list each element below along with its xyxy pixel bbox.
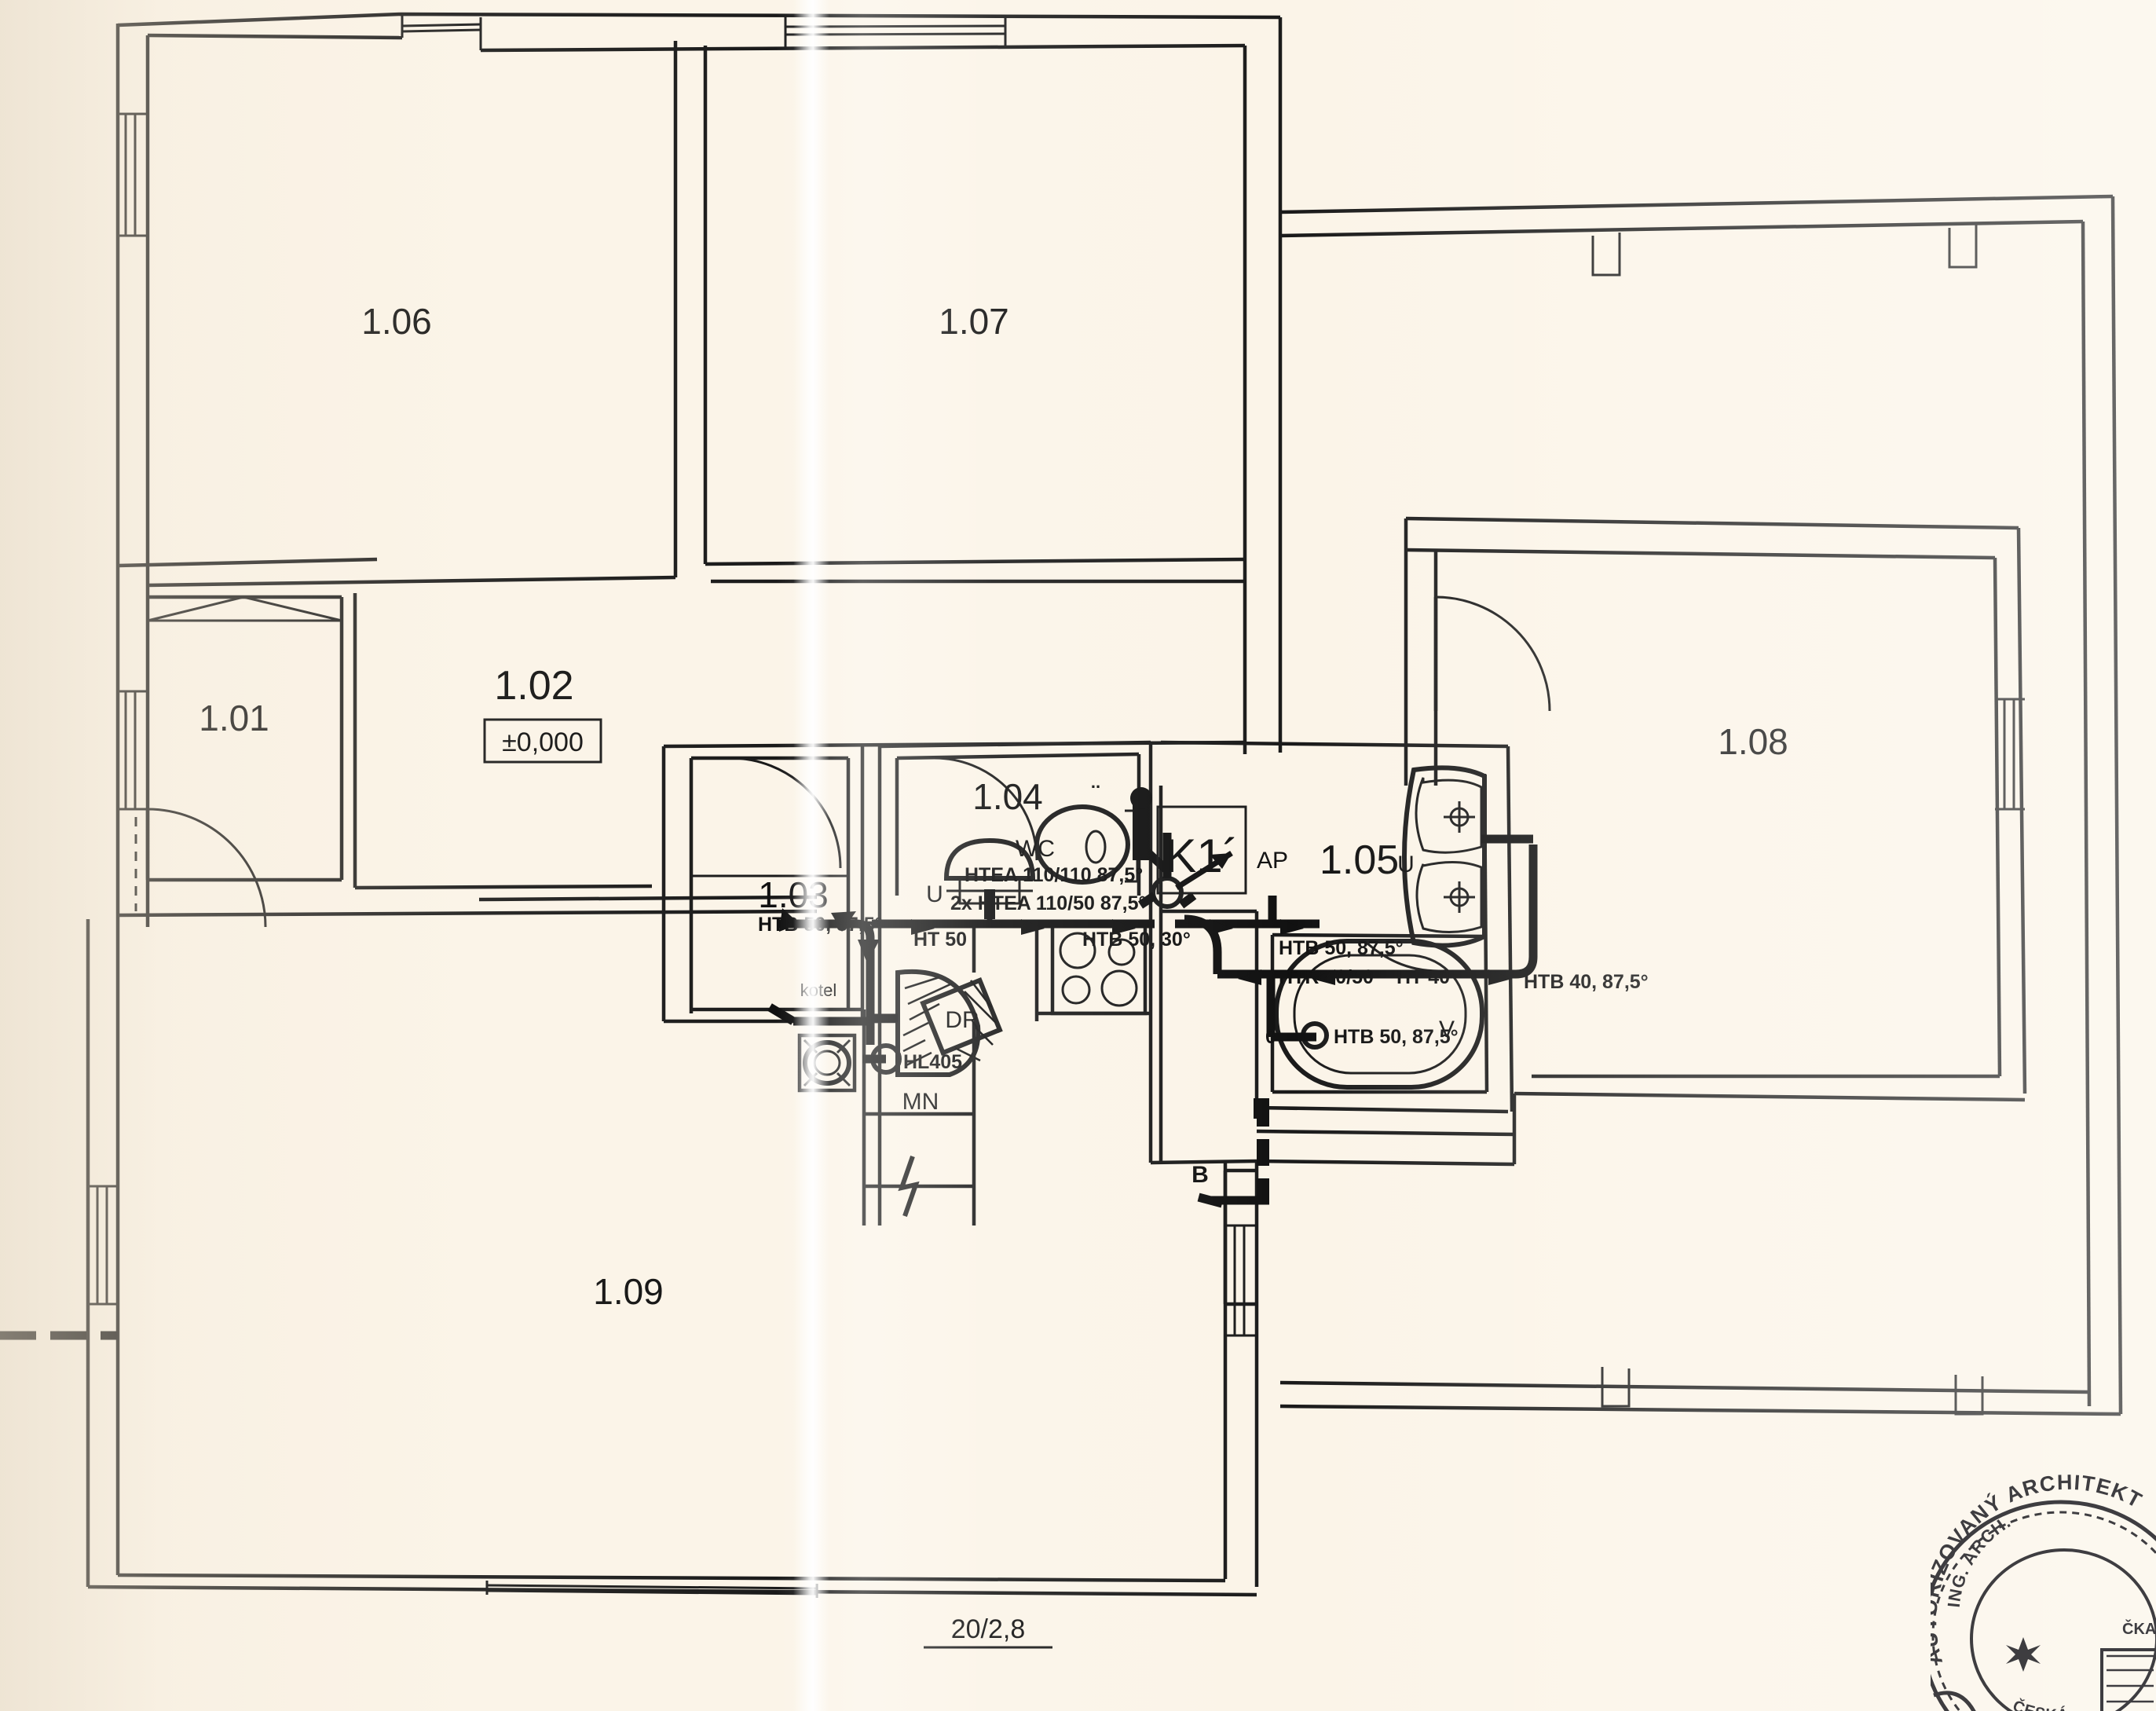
- level-marker: ±0,000: [483, 718, 602, 764]
- pipe-label-104-2: 2x HTEA 110/50 87,5°: [950, 892, 1147, 914]
- sink-unit-label: MN: [902, 1089, 939, 1115]
- room-number-108: 1.08: [1718, 721, 1788, 762]
- level-marker-text: ±0,000: [502, 727, 584, 757]
- basin-label-104: U: [926, 881, 943, 907]
- text-labels: 1.06 1.07 1.01 1.02 ±0,000 1.03 HTB 50, …: [199, 301, 1788, 1644]
- window-left-2: [118, 690, 148, 811]
- door-arc-103: [730, 757, 842, 869]
- room-number-104: 1.04: [972, 776, 1043, 817]
- pipe-label-105-3: HT 40: [1396, 966, 1450, 988]
- terrace-pillar-1: [1591, 233, 1621, 277]
- window-top-2: [784, 16, 1007, 49]
- pipe-label-105-1: HTB 50, 87,5°: [1279, 937, 1404, 959]
- stack-k1-label: K1´: [1165, 830, 1238, 882]
- stack-b-label: B: [1191, 1162, 1209, 1188]
- washbasin-105-icon: [1402, 765, 1487, 948]
- pipe-label-105-2: HTR 40/50: [1279, 966, 1374, 988]
- terrace-pillar-2: [1948, 225, 1978, 269]
- pipe-label-105-4: HTB 40, 87,5°: [1524, 971, 1649, 993]
- bathtub-label: V: [1439, 1017, 1455, 1042]
- wc-label: WC: [1016, 836, 1055, 862]
- window-left-3: [88, 1185, 118, 1306]
- window-left-1: [118, 112, 148, 237]
- boiler-label: kotel: [800, 980, 836, 1000]
- window-top-1: [401, 14, 482, 50]
- room-number-109: 1.09: [593, 1271, 664, 1312]
- ap-prefix: AP: [1257, 848, 1288, 874]
- cleanout-label: 0: [1265, 1026, 1276, 1048]
- room-number-107: 1.07: [939, 301, 1009, 342]
- kitchen-pipe-ht50: HT 50: [913, 929, 967, 951]
- room-number-103: 1.03: [758, 874, 829, 915]
- building-walls: [0, 12, 2123, 1649]
- dishwasher-label: DR: [945, 1007, 979, 1033]
- kitchen-pipe-htb50-30: HTB 50, 30°: [1082, 929, 1191, 951]
- room-number-105: 1.05: [1320, 837, 1399, 883]
- floor-drain-icon: [797, 1033, 857, 1093]
- room-number-101: 1.01: [199, 698, 269, 738]
- basin-label-105: U: [1397, 852, 1415, 877]
- door-arc-108: [1435, 595, 1551, 712]
- terrace-pillar-4: [1954, 1375, 1984, 1416]
- door-dimension-label: 20/2,8: [951, 1614, 1026, 1644]
- electrical-symbol-icon: [898, 1156, 920, 1217]
- pipe-label-103: HTB 50, 87,5°: [758, 914, 883, 936]
- pipe-label-104-1: HTEA 110/110 87,5°: [965, 864, 1143, 886]
- window-109-right: [1225, 1224, 1257, 1337]
- stack-k1-box: K1´: [1156, 805, 1247, 895]
- room-number-102: 1.02: [494, 663, 573, 709]
- wc-dots: ..: [1091, 772, 1100, 792]
- door-arc-101: [147, 808, 267, 928]
- bathtub-icon: [1274, 939, 1484, 1090]
- hl405-label: HL405: [903, 1051, 962, 1073]
- room-number-106: 1.06: [361, 301, 432, 342]
